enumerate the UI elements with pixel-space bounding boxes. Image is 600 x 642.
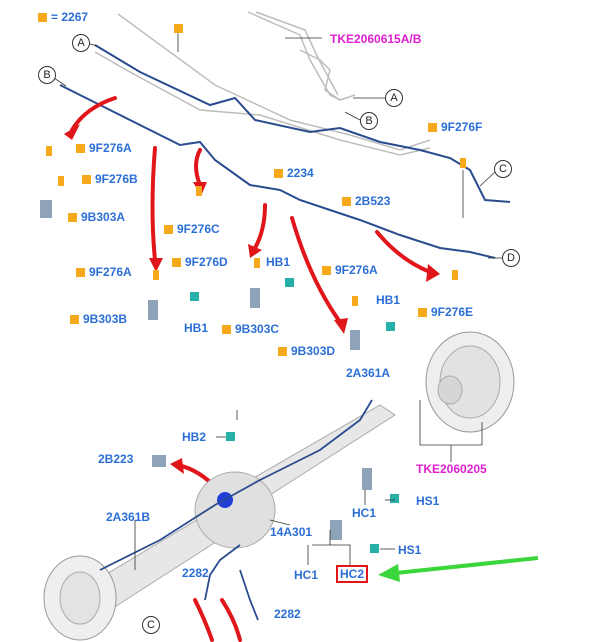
label-9f276f: 9F276F xyxy=(428,120,482,134)
label-9b303c: 9B303C xyxy=(222,322,279,336)
label-hc2-highlighted: HC2 xyxy=(335,565,369,583)
reference-leader-lines xyxy=(53,30,502,259)
label-2b223: 2B223 xyxy=(98,452,134,466)
axle-brake-lines xyxy=(99,399,373,621)
rear-axle xyxy=(43,404,396,641)
label-hs1-1: HS1 xyxy=(416,494,440,508)
label-9f276a-3: 9F276A xyxy=(322,263,378,277)
label-9f276b: 9F276B xyxy=(82,172,138,186)
label-hb1-1: HB1 xyxy=(266,255,291,269)
fittings xyxy=(40,146,466,553)
brake-backing-plate xyxy=(425,331,515,433)
label-9f276d: 9F276D xyxy=(172,255,228,269)
legend-marker-label: = 2267 xyxy=(38,10,88,24)
label-2282-2: 2282 xyxy=(274,607,301,621)
label-2282-1: 2282 xyxy=(182,566,209,580)
label-9b303b: 9B303B xyxy=(70,312,127,326)
main-brake-line xyxy=(59,44,511,259)
label-14a301: 14A301 xyxy=(270,525,313,539)
label-hc1-2: HC1 xyxy=(294,568,319,582)
label-hb1-3: HB1 xyxy=(376,293,401,307)
ref-circle-d: D xyxy=(502,249,520,267)
label-2a361a: 2A361A xyxy=(346,366,391,380)
label-2234: 2234 xyxy=(274,166,314,180)
label-hb1-2: HB1 xyxy=(184,321,209,335)
upper-gray-lines xyxy=(94,11,431,156)
ref-circle-c: C xyxy=(494,160,512,178)
label-9b303d: 9B303D xyxy=(278,344,335,358)
callout-leaders xyxy=(134,400,483,570)
ref-circle-b: B xyxy=(38,66,56,84)
ref-circle-c-2: C xyxy=(142,616,160,634)
ref-circle-a-2: A xyxy=(385,89,403,107)
label-tke2060205: TKE2060205 xyxy=(416,462,487,476)
label-9f276c: 9F276C xyxy=(164,222,220,236)
label-2a361b: 2A361B xyxy=(106,510,151,524)
label-9f276a-1: 9F276A xyxy=(76,141,132,155)
orange-marker-icon xyxy=(174,24,183,33)
orange-marker-icon xyxy=(38,13,47,22)
label-9b303a: 9B303A xyxy=(68,210,125,224)
label-tke2060615: TKE2060615A/B xyxy=(330,32,422,46)
ref-circle-b-2: B xyxy=(360,112,378,130)
label-hc1-1: HC1 xyxy=(352,506,377,520)
label-9f276a-2: 9F276A xyxy=(76,265,132,279)
label-hb2: HB2 xyxy=(182,430,207,444)
label-2b523: 2B523 xyxy=(342,194,390,208)
label-9f276e: 9F276E xyxy=(418,305,473,319)
green-arrow xyxy=(378,556,539,582)
label-hs1-2: HS1 xyxy=(398,543,422,557)
ref-circle-a: A xyxy=(72,34,90,52)
